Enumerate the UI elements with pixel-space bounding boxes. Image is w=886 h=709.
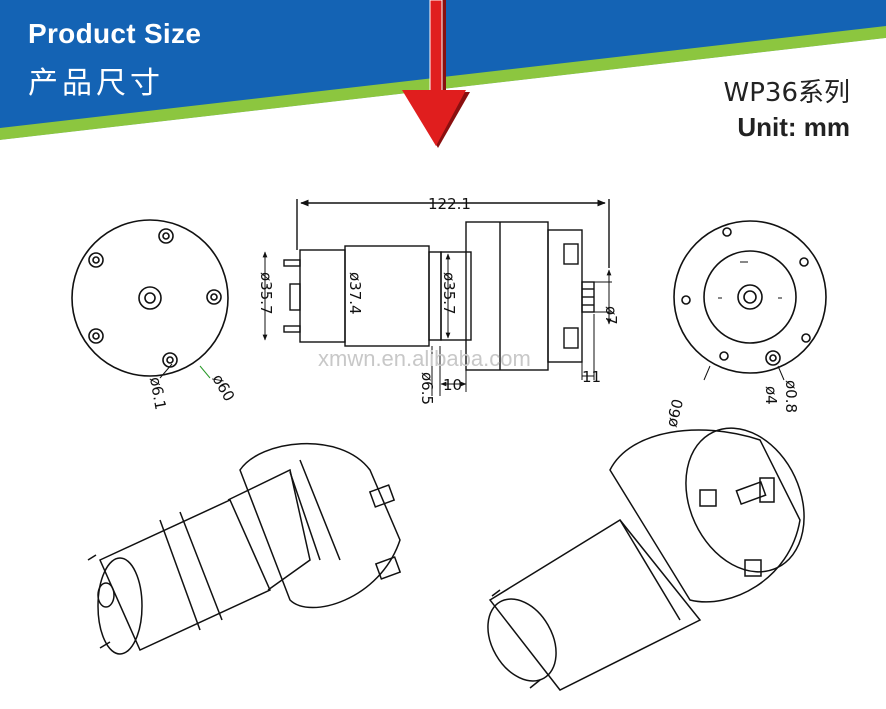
dim-screw-diameter: ø4: [762, 386, 780, 405]
dim-overall-length: 122.1: [428, 195, 471, 213]
dim-shaft-diameter: ø6.5: [418, 372, 436, 405]
dim-outer-diameter-right: ø60: [662, 397, 687, 429]
watermark: xmwn.en.alibaba.com: [318, 346, 531, 371]
dim-neck-diameter: ø35.7: [440, 272, 458, 315]
dim-body-diameter: ø37.4: [346, 272, 364, 315]
dim-nozzle-length: 11: [582, 368, 601, 386]
page-title-cn: 产品尺寸: [28, 66, 164, 101]
series-label: WP36系列: [723, 78, 850, 108]
dim-hole-diameter: ø6.1: [146, 376, 169, 412]
page-title-en: Product Size: [28, 18, 202, 49]
left-end-view: [71, 219, 229, 379]
unit-label: Unit: mm: [737, 112, 850, 142]
dim-neck-length: 10: [443, 376, 462, 394]
dim-nozzle-diameter: ø7: [602, 306, 620, 325]
dim-pin-diameter: ø0.8: [782, 380, 800, 413]
pump-3d-view-right: [487, 427, 805, 691]
dim-outer-diameter-left: ø60: [209, 371, 239, 404]
right-end-view: [673, 220, 827, 381]
down-arrow-icon: [402, 0, 470, 148]
side-view: [262, 199, 612, 396]
dim-motor-diameter: ø35.7: [257, 272, 275, 315]
pump-3d-view-left: [87, 442, 402, 655]
